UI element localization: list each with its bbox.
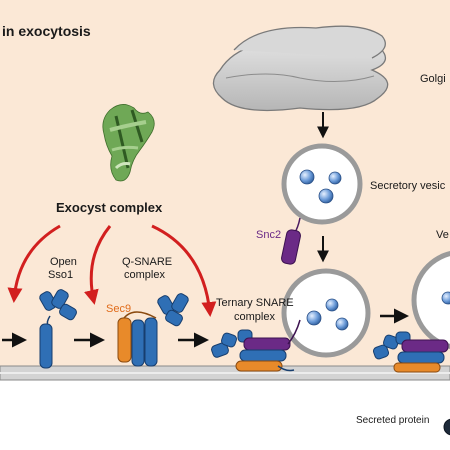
vesicle-cargo-dot bbox=[318, 188, 334, 204]
golgi-label: Golgi bbox=[420, 73, 446, 85]
vesicle-cargo-dot bbox=[335, 317, 349, 331]
snc2-label: Snc2 bbox=[256, 229, 281, 241]
exocyst-complex-structure bbox=[102, 104, 155, 182]
vesicle-cargo-dot bbox=[299, 169, 315, 185]
snc2-helix bbox=[281, 217, 301, 265]
docked-vesicle bbox=[281, 268, 371, 358]
secreted-protein-dot bbox=[443, 418, 450, 436]
vesicle-cargo-dot bbox=[328, 171, 342, 185]
vesicle-cargo-dot bbox=[441, 291, 450, 305]
secretory-vesicle bbox=[281, 143, 363, 225]
vesicle-label-cut: Ve bbox=[436, 229, 449, 241]
exocyst-complex-label: Exocyst complex bbox=[56, 200, 163, 215]
red-arrow-to-step2 bbox=[84, 225, 112, 305]
figure-title: in exocytosis bbox=[2, 23, 91, 39]
vesicle-cargo-dot bbox=[325, 298, 339, 312]
vesicle-cargo-dot bbox=[306, 310, 322, 326]
ternary-snare-complex bbox=[211, 319, 301, 372]
plasma-membrane bbox=[0, 365, 450, 381]
qsnare-label-line2: complex bbox=[124, 269, 165, 281]
red-arrow-to-step1 bbox=[7, 224, 61, 303]
sec9-label: Sec9 bbox=[106, 303, 131, 315]
extracellular-space bbox=[0, 380, 450, 450]
secreted-protein-label: Secreted protein bbox=[356, 415, 429, 426]
secretory-vesicle-label: Secretory vesic bbox=[370, 180, 446, 192]
qsnare-label-line1: Q-SNARE bbox=[122, 256, 172, 268]
qsnare-complex bbox=[117, 293, 189, 367]
open-sso1-label-line2: Sso1 bbox=[48, 269, 73, 281]
red-arrow-to-step3 bbox=[151, 224, 217, 317]
ternary-label-line2: complex bbox=[234, 311, 275, 323]
open-sso1-protein bbox=[39, 289, 77, 369]
open-sso1-label-line1: Open bbox=[50, 256, 77, 268]
ternary-label-line1: Ternary SNARE bbox=[216, 297, 294, 309]
golgi-apparatus bbox=[212, 25, 389, 112]
fusing-vesicle bbox=[411, 250, 450, 350]
cis-snare-complex bbox=[372, 331, 449, 373]
